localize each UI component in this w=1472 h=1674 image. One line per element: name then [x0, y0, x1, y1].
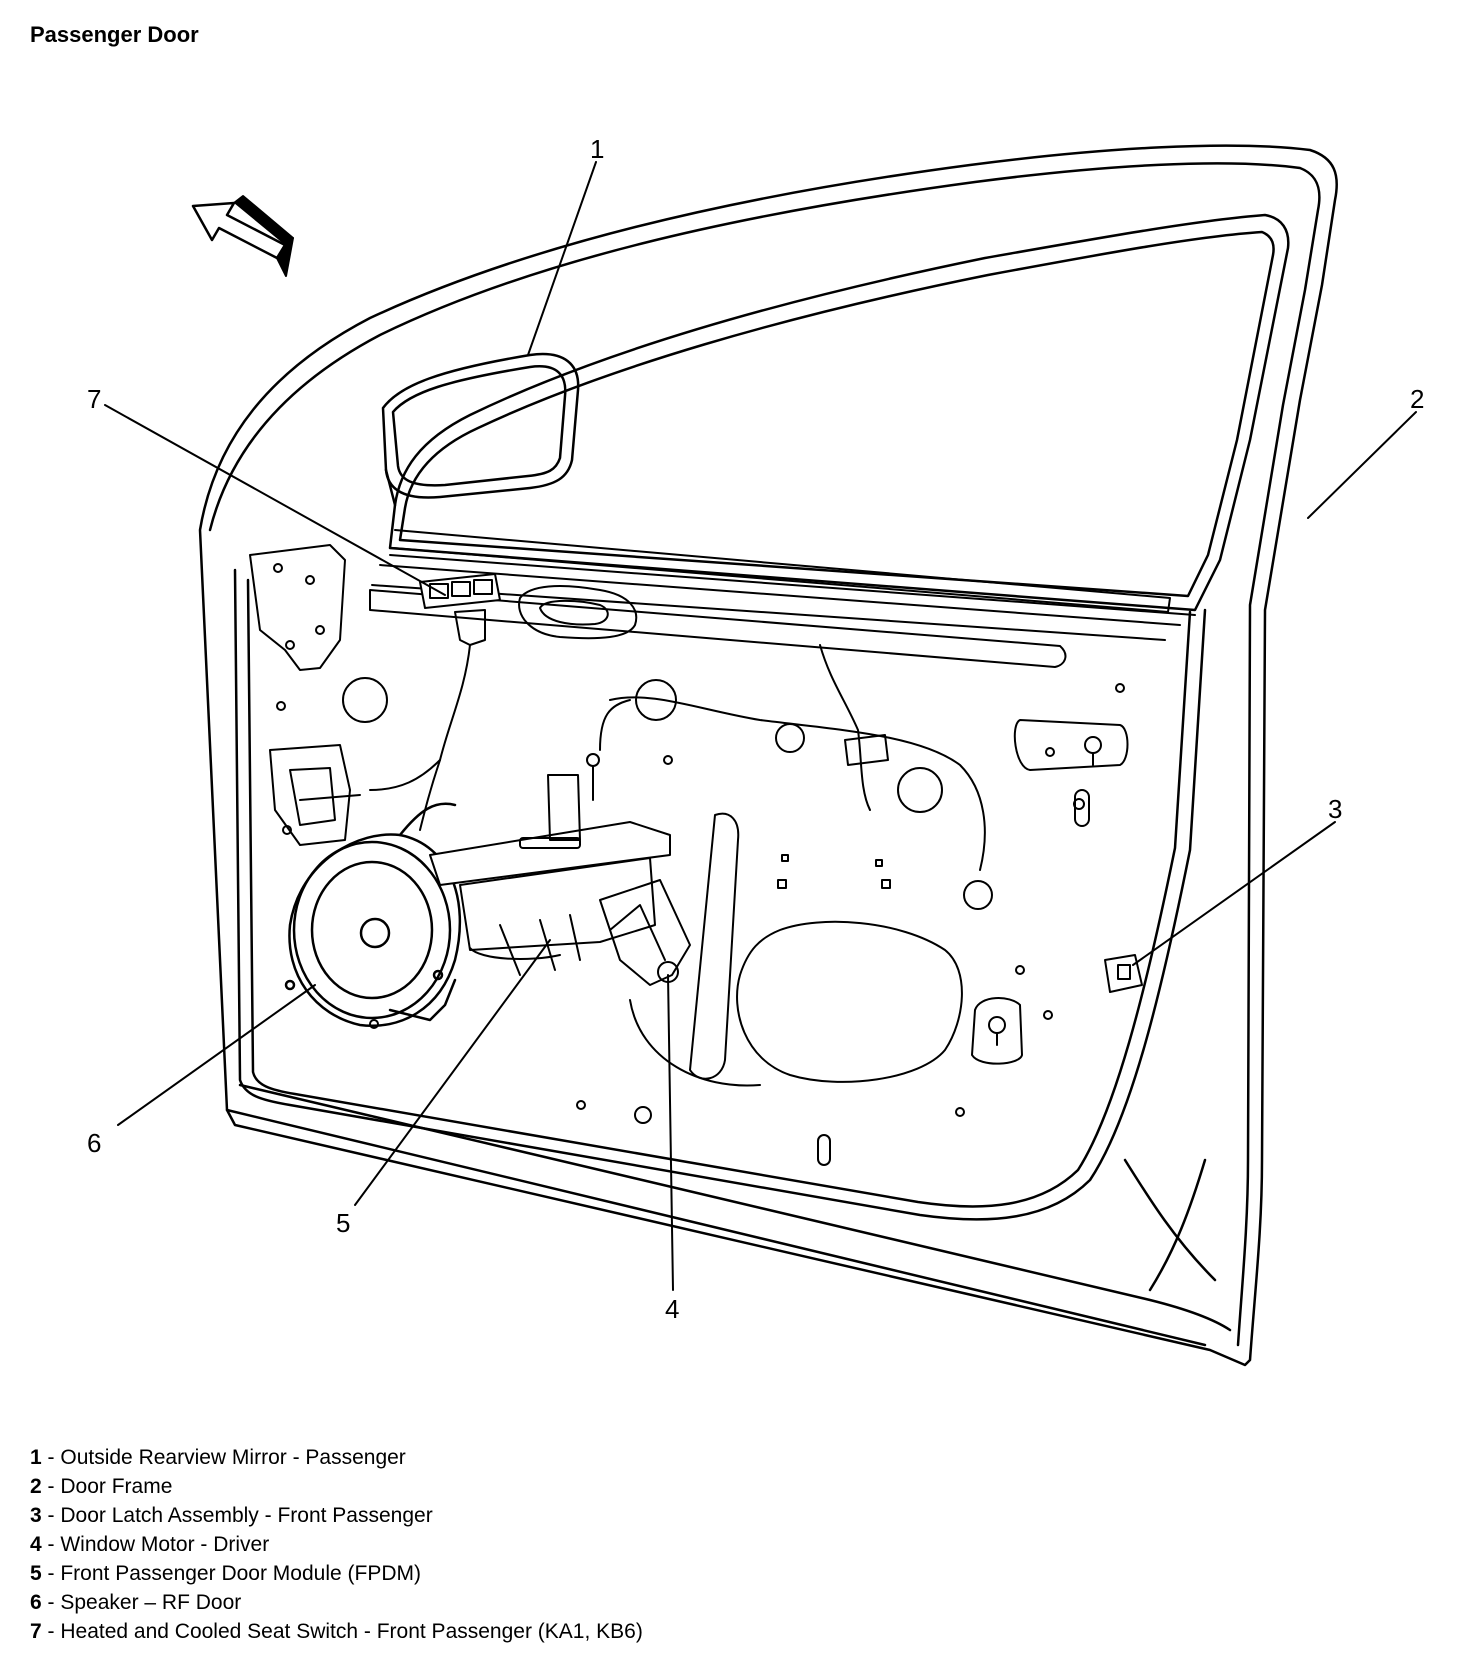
callout-3: 3: [1328, 794, 1342, 824]
legend-number: 2: [30, 1475, 42, 1498]
outside-mirror: [381, 352, 580, 507]
legend-separator: -: [41, 1475, 61, 1498]
door-handle: [518, 585, 638, 640]
belt-line-trim: [369, 529, 1196, 668]
window-motor: [599, 879, 691, 986]
legend-separator: -: [41, 1446, 61, 1469]
legend-number: 6: [30, 1591, 42, 1614]
panel-holes: [276, 677, 1129, 1166]
legend-text: Door Frame: [60, 1475, 173, 1498]
legend-number: 3: [30, 1504, 42, 1527]
callout-4: 4: [665, 1294, 679, 1324]
legend-text: Heated and Cooled Seat Switch - Front Pa…: [60, 1620, 643, 1643]
callout-6: 6: [87, 1128, 101, 1158]
callout-2: 2: [1410, 384, 1424, 414]
door-module: [429, 699, 671, 976]
legend-item: 1 - Outside Rearview Mirror - Passenger: [30, 1443, 643, 1472]
legend-text: Speaker – RF Door: [60, 1591, 242, 1614]
legend-number: 5: [30, 1562, 42, 1585]
legend-separator: -: [41, 1620, 61, 1643]
legend-text: Door Latch Assembly - Front Passenger: [60, 1504, 433, 1527]
left-bracket: [269, 744, 351, 846]
legend-number: 7: [30, 1620, 42, 1643]
legend-number: 1: [30, 1446, 42, 1469]
legend-item: 3 - Door Latch Assembly - Front Passenge…: [30, 1501, 643, 1530]
seat-switch: [419, 573, 501, 831]
legend-number: 4: [30, 1533, 42, 1556]
hinge-bracket: [249, 544, 346, 671]
legend-item: 6 - Speaker – RF Door: [30, 1588, 643, 1617]
door-frame: [198, 144, 1338, 1367]
legend-separator: -: [41, 1591, 61, 1614]
legend-text: Outside Rearview Mirror - Passenger: [60, 1446, 406, 1469]
legend-item: 2 - Door Frame: [30, 1472, 643, 1501]
legend-separator: -: [41, 1504, 61, 1527]
legend-item: 7 - Heated and Cooled Seat Switch - Fron…: [30, 1617, 643, 1646]
door-latch: [1104, 954, 1143, 993]
legend-item: 5 - Front Passenger Door Module (FPDM): [30, 1559, 643, 1588]
legend-text: Window Motor - Driver: [60, 1533, 270, 1556]
legend-separator: -: [41, 1533, 61, 1556]
callout-7: 7: [87, 384, 101, 414]
legend-separator: -: [41, 1562, 61, 1585]
page-title: Passenger Door: [30, 22, 199, 47]
callout-1: 1: [590, 134, 604, 164]
legend: 1 - Outside Rearview Mirror - Passenger …: [30, 1443, 643, 1646]
legend-item: 4 - Window Motor - Driver: [30, 1530, 643, 1559]
leader-lines: [104, 161, 1417, 1291]
legend-text: Front Passenger Door Module (FPDM): [60, 1562, 421, 1585]
speaker: [284, 802, 462, 1027]
direction-arrow-icon: [191, 195, 294, 277]
callout-labels: 1 2 3 4 5 6 7: [87, 134, 1424, 1324]
callout-5: 5: [336, 1208, 350, 1238]
